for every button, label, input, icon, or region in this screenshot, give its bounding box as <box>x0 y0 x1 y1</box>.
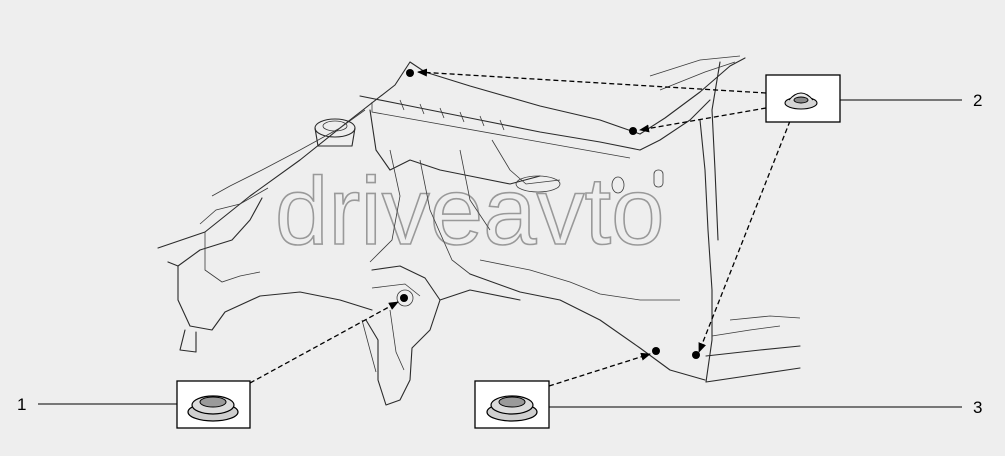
leader-arrow-part-1 <box>249 301 399 384</box>
part-box-1 <box>176 380 251 429</box>
leader-arrow-part-3 <box>548 352 651 387</box>
dashed-leaders <box>249 68 791 387</box>
part-box-3 <box>474 380 550 429</box>
hole-dot <box>400 294 408 302</box>
callout-number-2: 2 <box>973 91 982 110</box>
watermark-text: driveavto <box>275 158 665 265</box>
part-box-2 <box>765 74 841 123</box>
callout-number-1: 1 <box>17 395 26 414</box>
target-dots <box>400 69 700 359</box>
leader-arrow-part-2c <box>698 120 791 353</box>
callout-number-3: 3 <box>973 398 982 417</box>
car-body-drawing <box>157 55 801 406</box>
hole-dot <box>652 347 660 355</box>
leader-arrow-part-2b <box>639 107 767 133</box>
hole-dot <box>692 351 700 359</box>
hole-dot <box>629 127 637 135</box>
leader-arrow-part-2a <box>417 68 767 94</box>
plug-icon <box>784 92 818 110</box>
hole-dot <box>406 69 414 77</box>
grommet-icon <box>486 395 538 422</box>
grommet-icon <box>187 395 239 422</box>
